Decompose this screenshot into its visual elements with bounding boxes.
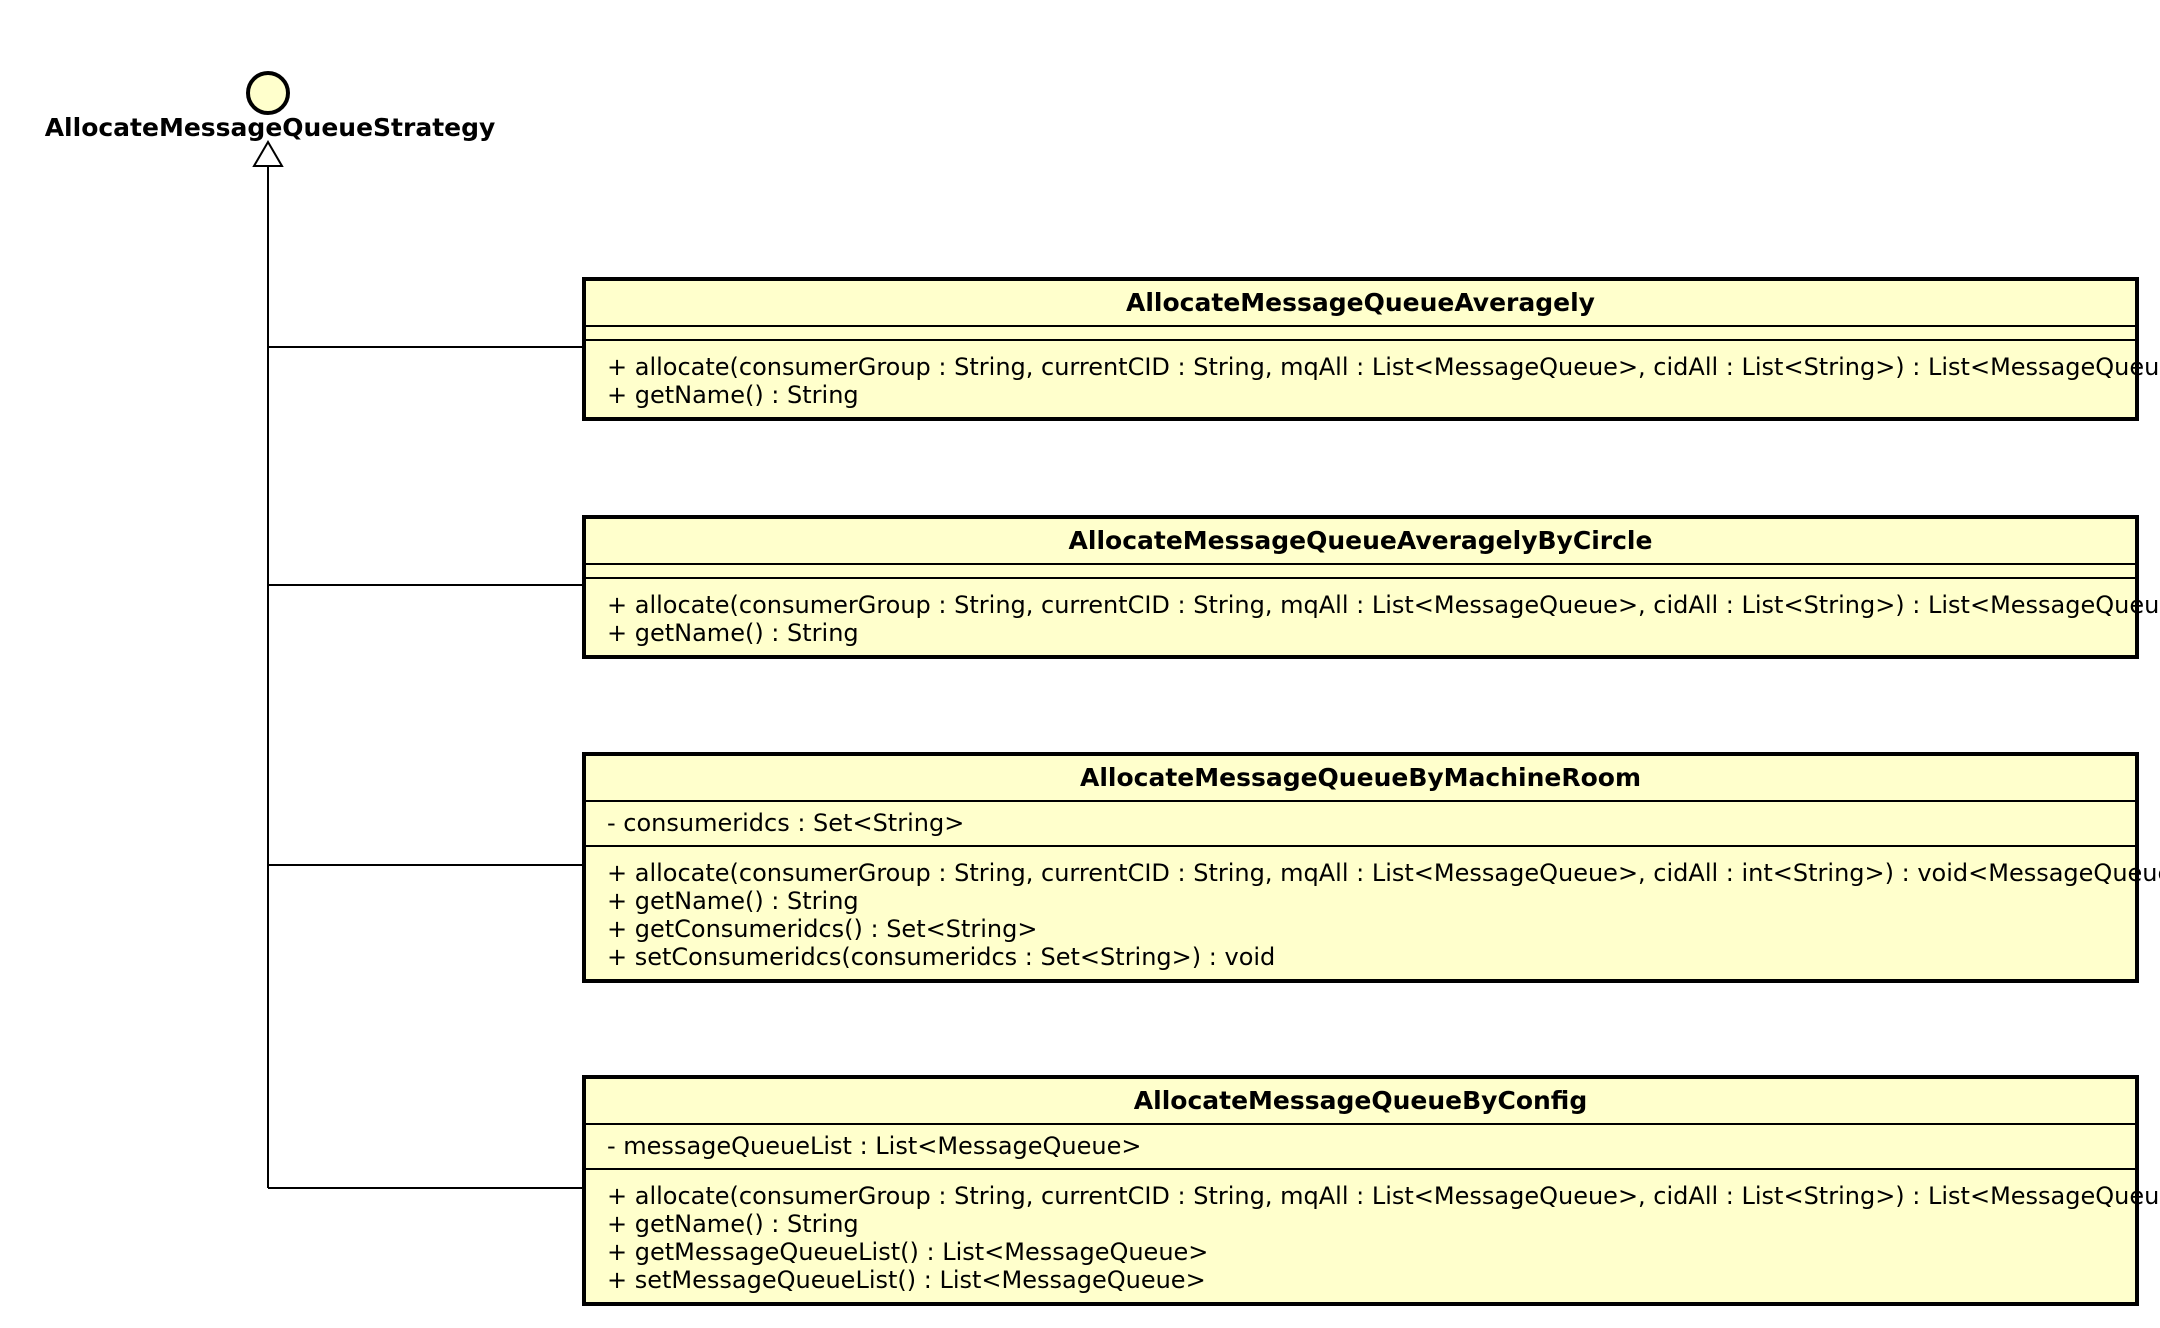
attribute: - messageQueueList : List<MessageQueue> — [607, 1132, 1142, 1160]
class-name: AllocateMessageQueueAveragely — [1126, 288, 1595, 317]
operations-compartment: + allocate(consumerGroup : String, curre… — [586, 577, 2160, 655]
attributes-compartment: - consumeridcs : Set<String> — [586, 800, 2135, 845]
operation: + allocate(consumerGroup : String, curre… — [607, 591, 2160, 619]
attributes-compartment — [586, 563, 2135, 577]
operation: + allocate(consumerGroup : String, curre… — [607, 1182, 2160, 1210]
attribute: - consumeridcs : Set<String> — [607, 809, 965, 837]
operation: + allocate(consumerGroup : String, curre… — [607, 353, 2160, 381]
attributes-compartment — [586, 325, 2135, 339]
operation: + getMessageQueueList() : List<MessageQu… — [607, 1238, 1209, 1266]
class-name: AllocateMessageQueueAveragelyByCircle — [1068, 526, 1653, 555]
operation: + getName() : String — [607, 887, 859, 915]
class-box-averagely: AllocateMessageQueueAveragely + allocate… — [582, 277, 2160, 421]
operation: + getName() : String — [607, 381, 859, 409]
class-name: AllocateMessageQueueByMachineRoom — [1079, 763, 1642, 792]
class-box-averagely-by-circle: AllocateMessageQueueAveragelyByCircle + … — [582, 515, 2160, 659]
realization-arrowhead-icon — [252, 140, 284, 167]
class-name: AllocateMessageQueueByConfig — [1133, 1086, 1588, 1115]
operations-compartment: + allocate(consumerGroup : String, curre… — [586, 339, 2160, 417]
operation: + setConsumeridcs(consumeridcs : Set<Str… — [607, 943, 1276, 971]
operation: + getName() : String — [607, 1210, 859, 1238]
interface-name: AllocateMessageQueueStrategy — [44, 113, 496, 142]
operation: + getName() : String — [607, 619, 859, 647]
operations-compartment: + allocate(consumerGroup : String, curre… — [586, 1168, 2160, 1302]
attributes-compartment: - messageQueueList : List<MessageQueue> — [586, 1123, 2135, 1168]
operation: + allocate(consumerGroup : String, curre… — [607, 859, 2160, 887]
class-box-by-config: AllocateMessageQueueByConfig - messageQu… — [582, 1075, 2160, 1306]
class-box-by-machine-room: AllocateMessageQueueByMachineRoom - cons… — [582, 752, 2160, 983]
operations-compartment: + allocate(consumerGroup : String, curre… — [586, 845, 2160, 979]
interface-circle-icon — [246, 71, 290, 115]
operation: + setMessageQueueList() : List<MessageQu… — [607, 1266, 1206, 1294]
operation: + getConsumeridcs() : Set<String> — [607, 915, 1038, 943]
